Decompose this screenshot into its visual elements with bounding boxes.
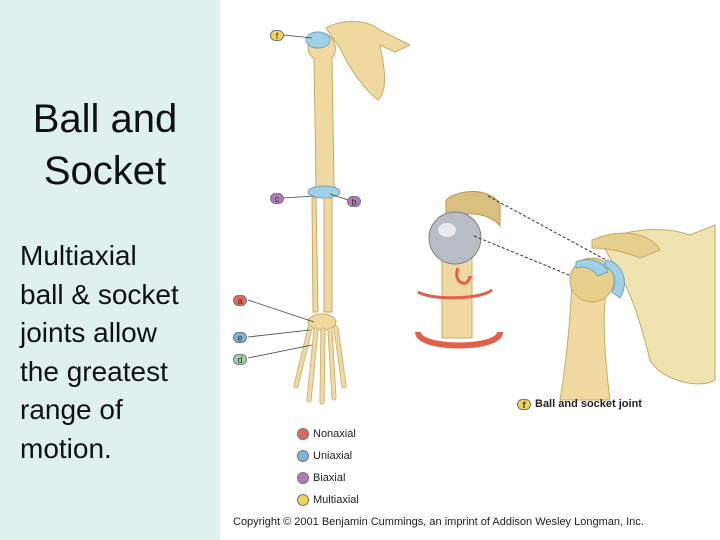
- ball-socket-label-text: Ball and socket joint: [535, 398, 642, 410]
- slide-body: Multiaxial ball & socket joints allow th…: [20, 240, 179, 464]
- radius: [323, 197, 333, 313]
- label-d-marker: d: [233, 354, 247, 365]
- legend-swatch: [297, 450, 309, 462]
- head-cartilage: [575, 259, 609, 277]
- ulna: [311, 197, 319, 313]
- label-f-marker: f: [270, 30, 284, 41]
- acromion: [591, 232, 661, 259]
- legend-label: Multiaxial: [313, 494, 359, 506]
- rotation-arrow: [415, 330, 503, 349]
- metal-ball: [428, 211, 482, 265]
- legend-swatch: [297, 472, 309, 484]
- hand-bones-fill: [294, 326, 346, 404]
- legend-label: Uniaxial: [313, 450, 353, 462]
- copyright-notice: Copyright © 2001 Benjamin Cummings, an i…: [233, 516, 644, 528]
- caption-f-marker: f: [517, 398, 531, 410]
- glenoid-cartilage: [603, 259, 625, 299]
- legend-swatch: [297, 494, 309, 506]
- legend-item: Biaxial: [297, 470, 345, 486]
- label-e-marker: e: [233, 332, 247, 343]
- scapula-closeup: [599, 224, 716, 385]
- label-a-marker: a: [233, 295, 247, 306]
- label-c-marker: c: [270, 193, 284, 204]
- legend-item: Uniaxial: [297, 448, 352, 464]
- label-b-marker: b: [347, 196, 361, 207]
- ball-socket-model: [415, 190, 607, 349]
- ball-socket-caption: f Ball and socket joint: [517, 398, 642, 410]
- legend-item: Nonaxial: [297, 426, 356, 442]
- joint-diagram: [247, 21, 716, 405]
- pivot-arrow: [417, 288, 493, 300]
- slide-title: Ball and Socket: [32, 97, 178, 193]
- flex-arrow: [455, 267, 472, 285]
- label-leaders: [247, 34, 349, 359]
- text-panel: [0, 0, 220, 540]
- arm-skeleton: [247, 21, 412, 405]
- humerus-closeup: [559, 279, 611, 401]
- legend-item: Multiaxial: [297, 492, 359, 508]
- shoulder-cartilage: [305, 31, 331, 49]
- legend-swatch: [297, 428, 309, 440]
- humerus: [307, 33, 337, 197]
- scapula: [325, 21, 412, 101]
- legend-label: Nonaxial: [313, 428, 356, 440]
- shoulder-closeup: [559, 224, 716, 401]
- legend-label: Biaxial: [313, 472, 346, 484]
